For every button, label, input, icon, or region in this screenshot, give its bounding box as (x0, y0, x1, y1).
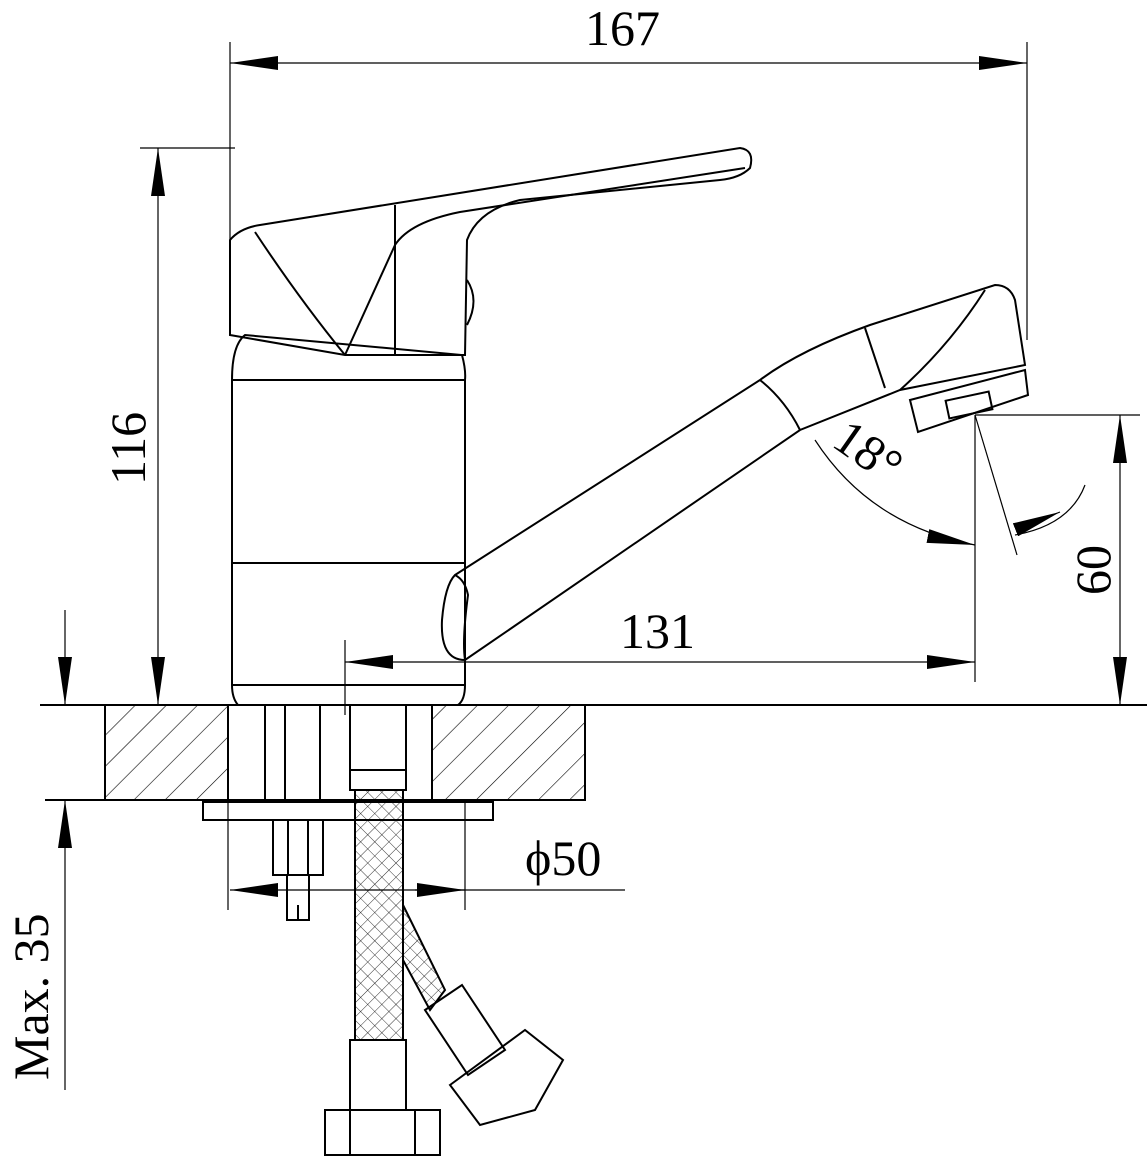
countertop-section (40, 704, 1147, 821)
lever-handle (229, 146, 753, 356)
dimension-base-diameter: ϕ50 (525, 830, 601, 886)
dimension-spout-reach: 131 (620, 603, 695, 659)
faucet-body (231, 333, 467, 706)
spout (440, 283, 1030, 662)
dimension-spout-height: 60 (1065, 545, 1121, 595)
dimension-lines (58, 42, 1140, 1090)
dimension-spout-angle: 18° (824, 408, 913, 494)
dimension-overall-height: 116 (100, 412, 156, 485)
supply-hoses (324, 704, 565, 1156)
dimension-max-thickness: Max. 35 (3, 913, 59, 1080)
dimension-overall-length: 167 (585, 0, 660, 56)
mounting-stud (272, 819, 324, 921)
